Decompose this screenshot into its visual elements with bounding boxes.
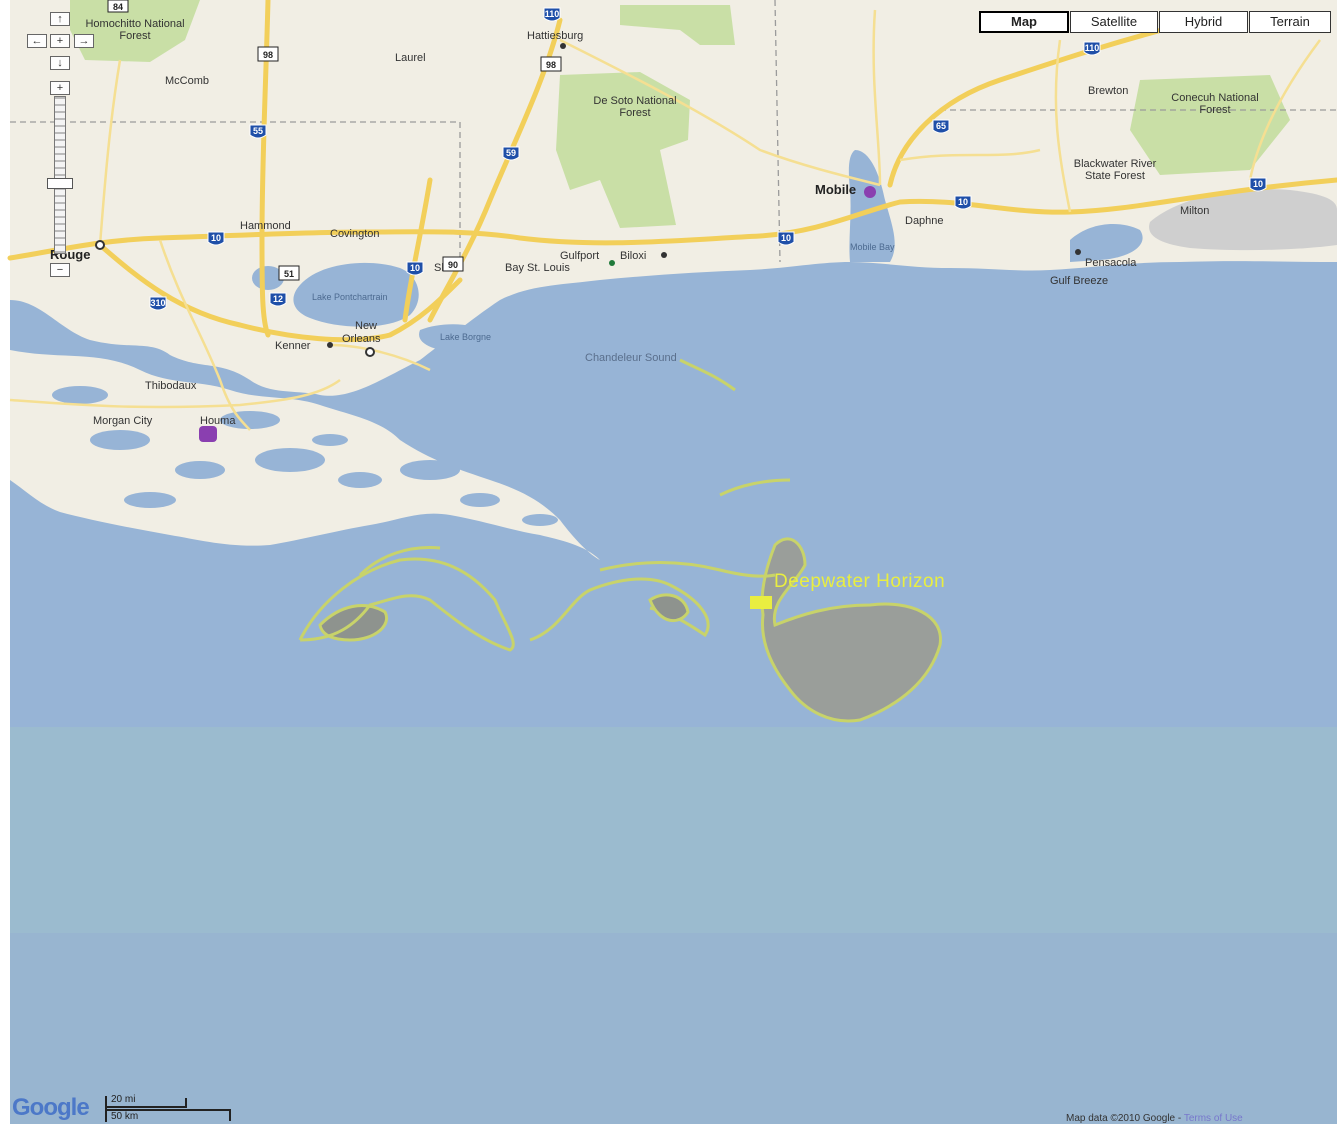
label-new-orleans-2: Orleans bbox=[342, 333, 381, 345]
label-gulf-breeze: Gulf Breeze bbox=[1050, 275, 1109, 287]
label-brewton: Brewton bbox=[1088, 85, 1129, 97]
zoom-out-button[interactable]: − bbox=[50, 263, 70, 277]
zoom-in-button[interactable]: + bbox=[50, 81, 70, 95]
oil-slick-swirl-2 bbox=[529, 577, 710, 642]
deepwater-horizon-marker[interactable] bbox=[750, 596, 772, 609]
terms-of-use-link[interactable]: Terms of Use bbox=[1183, 1113, 1243, 1124]
oil-slick bbox=[298, 358, 942, 723]
maptype-map-button[interactable]: Map bbox=[979, 11, 1069, 33]
state-boundaries bbox=[10, 0, 1337, 265]
pan-center-button[interactable]: + bbox=[50, 34, 70, 48]
label-lake-pontchartrain: Lake Pontchartrain bbox=[312, 292, 388, 302]
label-mobile: Mobile bbox=[815, 182, 857, 197]
oil-slick-swirl-3 bbox=[599, 561, 776, 578]
oil-slick-main bbox=[760, 537, 942, 723]
forest-ne bbox=[620, 5, 735, 45]
delta-marsh bbox=[52, 386, 558, 526]
pan-down-button[interactable]: ↓ bbox=[50, 56, 70, 70]
lake-pontchartrain bbox=[293, 262, 419, 327]
pan-right-button[interactable]: → bbox=[74, 34, 94, 48]
pensacola-bay bbox=[1070, 224, 1143, 262]
highways bbox=[9, 9, 1322, 431]
label-pensacola: Pensacola bbox=[1085, 257, 1137, 269]
label-thibodaux: Thibodaux bbox=[145, 380, 197, 392]
mobile-bay bbox=[848, 150, 895, 262]
marker-houma[interactable] bbox=[199, 426, 217, 442]
label-milton: Milton bbox=[1180, 205, 1210, 217]
forest-desoto bbox=[556, 72, 690, 228]
oil-slick-swirl-1 bbox=[358, 545, 441, 577]
label-blackwater-forest: Blackwater River State Forest bbox=[1073, 158, 1157, 182]
zoom-slider-thumb[interactable] bbox=[47, 178, 73, 189]
maptype-hybrid-button[interactable]: Hybrid bbox=[1159, 11, 1248, 33]
zoom-slider[interactable] bbox=[54, 96, 66, 254]
pan-left-button[interactable]: ← bbox=[27, 34, 47, 48]
label-slidell: Slidell bbox=[434, 262, 464, 274]
label-laurel: Laurel bbox=[395, 52, 426, 64]
oil-slick-filament-ne bbox=[679, 358, 736, 392]
water-band-lower bbox=[10, 933, 1337, 1124]
forest-homochitto bbox=[70, 0, 200, 62]
lake-borgne bbox=[419, 324, 493, 353]
google-logo[interactable]: Google bbox=[12, 1094, 90, 1121]
label-biloxi: Biloxi bbox=[620, 250, 647, 262]
maptype-satellite-button[interactable]: Satellite bbox=[1070, 11, 1158, 33]
oil-slick-filament-north bbox=[719, 478, 791, 497]
label-gulfport: Gulfport bbox=[560, 250, 600, 262]
label-chandeleur-sound: Chandeleur Sound bbox=[585, 352, 677, 364]
scale-tick-mi bbox=[185, 1098, 187, 1108]
label-covington: Covington bbox=[330, 228, 380, 240]
label-desoto-forest: De Soto National Forest bbox=[593, 95, 677, 119]
scale-line-km bbox=[105, 1109, 231, 1111]
left-margin bbox=[0, 0, 10, 1124]
label-new-orleans-1: New bbox=[355, 320, 378, 332]
label-mobile-bay: Mobile Bay bbox=[850, 242, 895, 252]
oil-slick-west-2 bbox=[298, 557, 515, 652]
label-hammond: Hammond bbox=[240, 220, 291, 232]
maptype-terrain-button[interactable]: Terrain bbox=[1249, 11, 1331, 33]
gray-region bbox=[1149, 189, 1337, 251]
attribution-text: Map data ©2010 Google - bbox=[1066, 1113, 1184, 1124]
scale-label-km: 50 km bbox=[111, 1111, 139, 1122]
map-attribution: Map data ©2010 Google - Terms of Use bbox=[1066, 1113, 1243, 1124]
label-homochitto: Homochitto National Forest bbox=[85, 18, 185, 42]
scale-line-mi bbox=[105, 1106, 187, 1108]
scale-bar: 20 mi 50 km bbox=[105, 1094, 233, 1122]
label-lake-borgne: Lake Borgne bbox=[440, 332, 492, 342]
label-mccomb: McComb bbox=[165, 75, 210, 87]
label-houma: Houma bbox=[200, 415, 236, 427]
label-hattiesburg: Hattiesburg bbox=[527, 30, 584, 42]
label-daphne: Daphne bbox=[905, 215, 944, 227]
label-conecuh-forest: Conecuh National Forest bbox=[1171, 92, 1259, 116]
label-kenner: Kenner bbox=[275, 340, 311, 352]
lake-maurepas bbox=[252, 266, 284, 290]
label-bay-st-louis: Bay St. Louis bbox=[505, 262, 570, 274]
scale-tick-km bbox=[229, 1109, 231, 1121]
water-band-middle bbox=[10, 727, 1337, 933]
pan-up-button[interactable]: ↑ bbox=[50, 12, 70, 26]
label-morgan-city: Morgan City bbox=[93, 415, 153, 427]
deepwater-horizon-label: Deepwater Horizon bbox=[774, 571, 946, 592]
scale-label-mi: 20 mi bbox=[111, 1094, 136, 1105]
oil-slick-mid-patch bbox=[648, 593, 690, 623]
forest-conecuh bbox=[1130, 75, 1290, 175]
